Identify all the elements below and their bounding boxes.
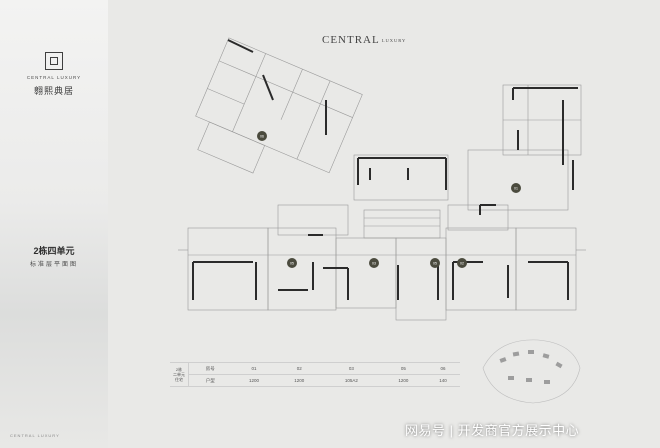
unit-subtitle: 标准层平面图 [29,262,78,268]
room-badge [430,258,440,268]
site-map-thumbnail [482,339,581,404]
table-row-header: 2栋二单元住宅 [170,362,189,387]
room-badges [257,131,521,268]
table-cell: 140 [425,374,460,387]
footer-note: CENTRAL LUXURY [10,433,60,438]
table-cell: 1200 [380,374,426,387]
unit-title: 2栋四单元 [33,246,75,256]
sidebar: CENTRAL LUXURY 翱熙典居 2栋四单元 标准层平面图 CENTRAL… [0,0,108,448]
unit-type-table: 2栋二单元住宅 房号 01 02 03 05 06 户型 1200 1200 1… [170,362,460,387]
room-badge [369,258,379,268]
table-cell: 05 [380,362,426,375]
table-cell: 户型 [188,374,232,387]
brand-chinese: 翱熙典居 [33,86,74,96]
room-label: 03 [372,261,376,265]
table-cell: 房号 [188,362,232,375]
brand-english: CENTRAL LUXURY [26,75,82,80]
table-cell: 06 [425,362,460,375]
table-cell: 1200 [276,374,322,387]
room-label: 01 [514,186,518,190]
table-cell: 01 [231,362,277,375]
room-badge [257,131,267,141]
central-word: CENTRAL [322,34,380,46]
room-label: 05 [433,261,437,265]
table-cell: 1200 [231,374,277,387]
table-cell: 02 [276,362,322,375]
floor-plan-drawing: 06 05 03 05 02 01 [178,37,586,321]
room-badge [511,183,521,193]
table-cell: 03 [321,362,381,375]
brand-logo-icon [45,52,63,70]
room-label: 02 [460,261,464,265]
watermark: 网易号 | 开发商官方展示中心 [405,423,580,438]
room-badge [287,258,297,268]
table-cell: 105A2 [321,374,381,387]
room-label: 06 [260,134,264,138]
room-badge [457,258,467,268]
room-label: 05 [290,261,294,265]
luxury-word: LUXURY [381,37,407,43]
